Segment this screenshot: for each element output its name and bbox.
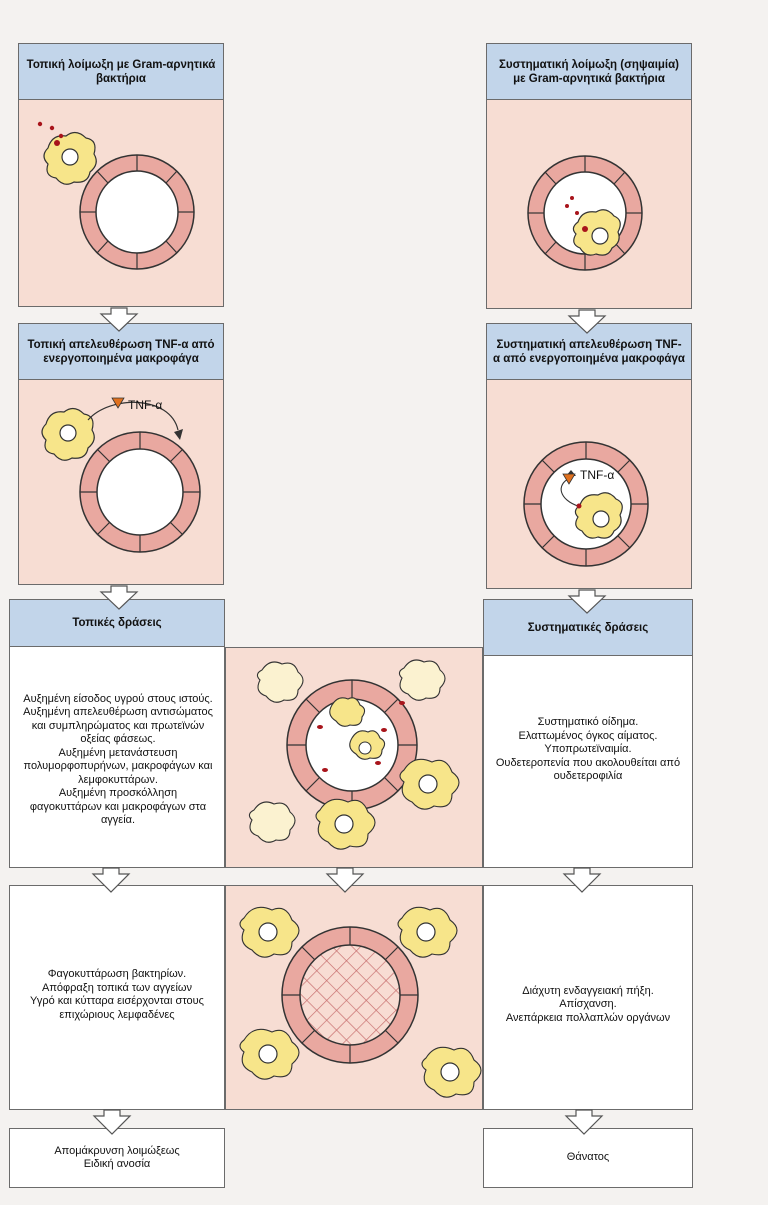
left-step3-line-2: Αυξημένη απελευθέρωση αντισώματος και συ… xyxy=(23,706,213,745)
left-outcome-line-1: Απομάκρυνση λοιμώξεως xyxy=(54,1144,180,1157)
middle-step4-macrophages-icon xyxy=(239,906,482,1098)
left-step1-title: Τοπική λοίμωξη με Gram-αρνητικά βακτήρια xyxy=(18,43,224,100)
left-step4-line-2: Απόφραξη τοπικά των αγγείων xyxy=(42,981,192,994)
right-outcome-box xyxy=(483,1128,693,1188)
middle-step3-inflamed-vessel-icon xyxy=(286,679,418,811)
right-tnf-label: TNF-α xyxy=(580,468,614,482)
right-step4-line-1: Διάχυτη ενδαγγειακή πήξη. xyxy=(522,984,654,997)
right-step3-line-1: Συστηματικό οίδημα. xyxy=(537,716,639,729)
arrow-down-icon xyxy=(564,1109,604,1135)
left-step4-text: Φαγοκυττάρωση βακτηρίων. Απόφραξη τοπικά… xyxy=(14,955,220,1035)
left-step1-bacteria-icon xyxy=(37,121,64,139)
right-step4-line-2: Απίσχανση. xyxy=(559,998,617,1011)
right-step4-panel xyxy=(483,885,693,1110)
left-tnf-label: TNF-α xyxy=(128,398,162,412)
left-step3-line-1: Αυξημένη είσοδος υγρού στους ιστούς. xyxy=(23,692,213,705)
arrowhead-icon xyxy=(174,429,183,440)
left-outcome-text: Απομάκρυνση λοιμώξεως Ειδική ανοσία xyxy=(9,1128,225,1188)
arrow-down-icon xyxy=(99,307,139,332)
left-step3-text: Αυξημένη είσοδος υγρού στους ιστούς. Αυξ… xyxy=(22,675,214,845)
right-outcome-text: Θάνατος xyxy=(483,1128,693,1188)
arrow-down-icon xyxy=(562,867,602,893)
tnf-triangle-icon xyxy=(111,397,125,409)
arrow-down-icon xyxy=(92,1109,132,1135)
right-step3-line-4: Ουδετεροπενία που ακολουθείται από ουδετ… xyxy=(495,756,681,783)
arrow-down-icon xyxy=(325,867,365,893)
left-outcome-line-2: Ειδική ανοσία xyxy=(83,1158,151,1170)
right-step1-vessel-icon xyxy=(527,155,643,271)
middle-step3-macrophages-icon xyxy=(248,659,460,850)
right-step2-vessel-icon xyxy=(523,441,649,567)
right-step4-line-3: Ανεπάρκεια πολλαπλών οργάνων xyxy=(505,1011,671,1024)
middle-step4-occluded-vessel-icon xyxy=(281,926,419,1064)
right-step2-title: Συστηματική απελευθέρωση TNF-α από ενεργ… xyxy=(486,323,692,380)
left-step1-vessel-icon xyxy=(79,154,195,270)
right-step3-line-3: Υποπρωτεϊναιμία. xyxy=(544,743,632,756)
left-step4-line-1: Φαγοκυττάρωση βακτηρίων. xyxy=(47,968,187,980)
right-outcome-line-1: Θάνατος xyxy=(566,1151,610,1164)
left-step2-title: Τοπική απελευθέρωση TNF-α από ενεργοποιη… xyxy=(18,323,224,380)
right-step3-text: Συστηματικό οίδημα. Ελαττωμένος όγκος αί… xyxy=(490,700,686,800)
arrow-down-icon xyxy=(91,867,131,893)
right-step4-text: Διάχυτη ενδαγγειακή πήξη. Απίσχανση. Ανε… xyxy=(490,975,686,1035)
tnf-release-arrow-icon xyxy=(87,401,179,431)
arrow-down-icon xyxy=(99,585,139,610)
left-step3-line-3: Αυξημένη μετανάστευση πολυμορφοπυρήνων, … xyxy=(23,746,213,786)
arrow-down-icon xyxy=(567,589,607,614)
right-step1-title: Συστηματική λοίμωξη (σηψαιμία) με Gram-α… xyxy=(486,43,692,100)
arrow-down-icon xyxy=(567,309,607,334)
left-step1-macrophage-icon xyxy=(43,131,97,185)
left-step2-macrophage-icon xyxy=(41,407,95,461)
left-step4-panel xyxy=(9,885,225,1110)
right-step3-line-2: Ελαττωμένος όγκος αίματος. xyxy=(518,729,658,742)
left-step2-vessel-icon xyxy=(79,431,201,553)
left-step4-line-3: Υγρό και κύτταρα εισέρχονται στους επιχώ… xyxy=(30,995,204,1021)
left-step3-line-4: Αυξημένη προσκόλληση φαγοκυττάρων και μα… xyxy=(29,787,207,826)
